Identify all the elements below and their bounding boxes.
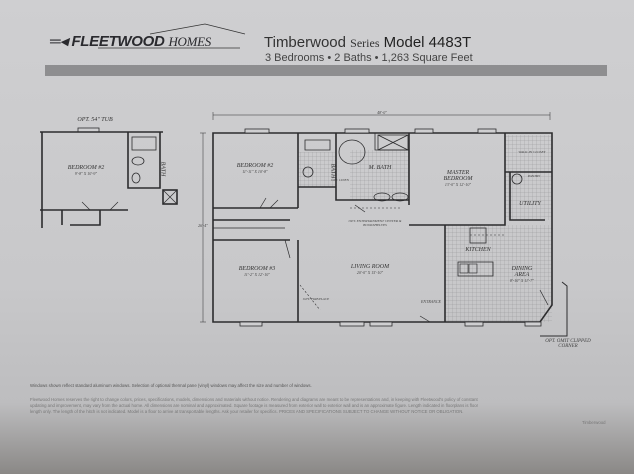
master-bedroom-label: MASTER BEDROOM 13'-0" X 12'-10" bbox=[443, 170, 473, 187]
fleetwood-logo: ═◂ FLEETWOOD HOMES bbox=[50, 33, 211, 50]
plan-title: Timberwood Series Model 4483T bbox=[264, 34, 472, 51]
kitchen-label: KITCHEN bbox=[465, 247, 491, 253]
dining-area-label: DINING AREA 8'-10" X 11'-7" bbox=[510, 266, 534, 283]
opt-linen-label: OPT. LINEN bbox=[330, 178, 350, 182]
main-plan bbox=[200, 112, 568, 337]
entrance-label: ENTRANCE bbox=[420, 299, 442, 304]
disclaimer-line-3: length only. The length of the hitch is … bbox=[30, 409, 464, 414]
pantry-label: PANTRY bbox=[527, 174, 541, 178]
plan-specs: 3 Bedrooms • 2 Baths • 1,263 Square Feet bbox=[265, 52, 473, 64]
plan-code: Timberwood bbox=[582, 420, 606, 425]
alt-bedroom-plan bbox=[40, 127, 178, 228]
disclaimer-line-1: Fleetwood Homes reserves the right to ch… bbox=[30, 397, 478, 402]
disclaimer-line-2: updating and improvement, may vary from … bbox=[30, 403, 479, 408]
mbath-label: M. BATH bbox=[368, 165, 392, 171]
alt-bedroom-label: BEDROOM #2 9'-8" X 10'-9" bbox=[67, 165, 105, 176]
fireplace-label: OPT. FIREPLACE bbox=[302, 297, 330, 301]
opt-tub-label: OPT. 54" TUB bbox=[77, 117, 113, 123]
living-room-label: LIVING ROOM 20'-0" X 15'-10" bbox=[350, 264, 390, 275]
utility-label: UTILITY bbox=[519, 201, 541, 207]
header-bar bbox=[45, 65, 607, 76]
logo-wing-icon: ═◂ bbox=[50, 33, 68, 50]
depth-dimension: 26'-4" bbox=[198, 223, 208, 228]
clipped-corner-label: OPT. OMIT CLIPPED CORNER bbox=[545, 339, 591, 349]
bedroom2-label: BEDROOM #2 11'-11" X 10'-8" bbox=[236, 163, 274, 174]
bath-label: BATH bbox=[329, 163, 336, 179]
walk-in-closet-label: WALK-IN CLOSET bbox=[518, 150, 546, 154]
width-dimension: 48'-0" bbox=[377, 110, 387, 115]
windows-note: Windows shown reflect standard aluminum … bbox=[30, 383, 312, 388]
entertainment-center-label: OPT. ENTERTAINMENT CENTER & BOOKSHELVES bbox=[348, 219, 402, 227]
alt-bath-label: BATH bbox=[159, 161, 166, 177]
bedroom3-label: BEDROOM #3 11'-2" X 12'-10" bbox=[238, 266, 276, 277]
